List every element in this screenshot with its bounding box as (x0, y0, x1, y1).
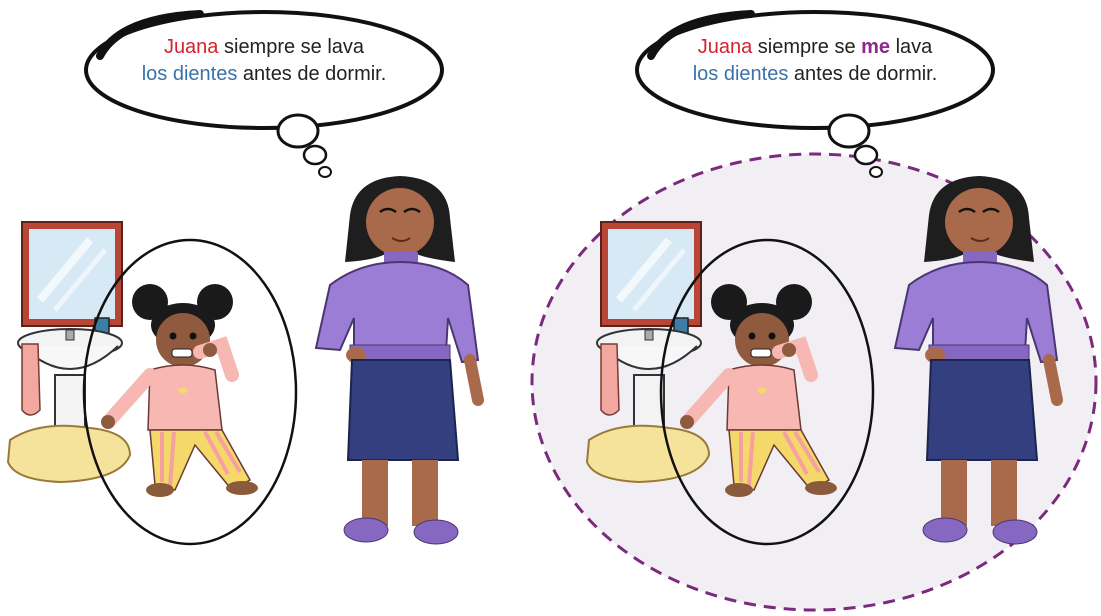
mirror-icon (21, 221, 123, 327)
girl-focus-circle (82, 238, 298, 546)
panel-left: Juana siempre se lava los dientes antes … (0, 0, 550, 616)
sentence-object: los dientes (141, 63, 238, 85)
thought-sentence: Juana siempre se lava los dientes antes … (99, 34, 429, 88)
mother-figure (314, 176, 484, 545)
sentence-part1: siempre se lava (218, 36, 365, 58)
thought-bubble (84, 10, 444, 178)
thought-bubble (635, 10, 995, 178)
sentence-subject: Juana (163, 36, 219, 58)
scene-left (6, 10, 484, 546)
sentence-object: los dientes (692, 63, 789, 85)
sink-icon (17, 317, 123, 446)
panel-right: Juana siempre se me lava los dientes ant… (530, 0, 1101, 616)
girl-figure (101, 284, 258, 497)
thought-sentence: Juana siempre se me lava los dientes ant… (650, 34, 980, 88)
mirror-icon (600, 221, 702, 327)
sentence-subject: Juana (697, 36, 753, 58)
girl-focus-circle (659, 238, 875, 546)
sentence-part2: antes de dormir. (237, 63, 387, 85)
rug-icon (585, 424, 711, 484)
sentence-part2: antes de dormir. (788, 63, 938, 85)
mother-figure (893, 176, 1063, 545)
sentence-part1b: lava (890, 36, 933, 58)
rug-icon (6, 424, 132, 484)
sentence-part1: siempre se (752, 36, 862, 58)
girl-figure (680, 284, 837, 497)
sentence-reflexive-pronoun: me (861, 36, 891, 58)
scene-right (530, 10, 1098, 612)
